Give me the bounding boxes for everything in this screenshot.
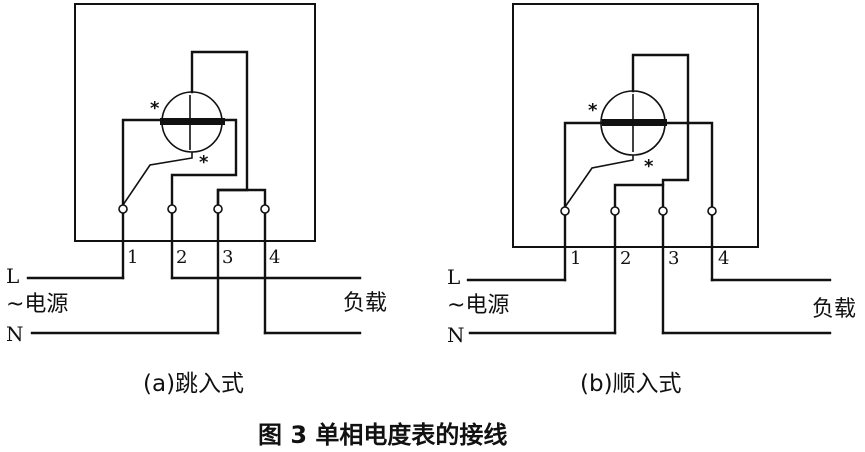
meter-disc-b xyxy=(600,90,667,156)
terminal-2-a xyxy=(167,204,177,214)
terminal-2-b xyxy=(610,206,620,216)
terminal-3-b xyxy=(658,206,668,216)
source-label-a: ~电源 xyxy=(6,292,68,317)
terminal-num-2-b: 2 xyxy=(620,248,631,269)
polarity-marker-top-a: * xyxy=(150,98,160,119)
terminal-1-b xyxy=(560,206,570,216)
current-coil-wire-b xyxy=(563,121,604,212)
load-label-b: 负载 xyxy=(812,297,856,322)
terminal-num-1-a: 1 xyxy=(127,247,138,268)
terminal-num-4-a: 4 xyxy=(269,247,280,268)
terminal-num-1-b: 1 xyxy=(570,248,581,269)
caption-b: (b)顺入式 xyxy=(580,371,682,397)
diagonal-wire-a xyxy=(122,152,193,206)
bridge-3-4-a xyxy=(216,188,267,210)
terminal-num-2-a: 2 xyxy=(176,247,187,268)
diagram-a: L ~电源 N 负载 1 2 3 4 * * (a)跳入式 xyxy=(6,3,387,397)
terminal-3-a xyxy=(213,204,223,214)
current-coil-out-a xyxy=(170,118,238,210)
caption-a: (a)跳入式 xyxy=(143,371,244,397)
voltage-coil-wire-b xyxy=(631,53,690,212)
terminal-4-a xyxy=(260,204,270,214)
polarity-marker-bottom-a: * xyxy=(199,152,209,173)
label-L-b: L xyxy=(447,265,460,289)
label-L-a: L xyxy=(6,264,19,288)
meter-disc-a xyxy=(160,91,225,153)
terminal-1-a xyxy=(118,204,128,214)
label-N-a: N xyxy=(6,322,24,346)
diagonal-wire-b xyxy=(564,155,634,208)
polarity-marker-top-b: * xyxy=(588,100,598,121)
voltage-link-b xyxy=(613,183,665,212)
polarity-marker-bottom-b: * xyxy=(644,156,654,177)
terminal-num-4-b: 4 xyxy=(718,248,729,269)
terminal-num-3-b: 3 xyxy=(668,248,679,269)
load-label-a: 负载 xyxy=(343,291,387,316)
meter-housing-a xyxy=(74,3,316,242)
figure-title: 图 3 单相电度表的接线 xyxy=(258,421,507,449)
label-N-b: N xyxy=(447,323,465,347)
voltage-coil-wire-a xyxy=(190,50,249,210)
current-coil-wire-a xyxy=(121,118,162,210)
terminal-4-b xyxy=(707,206,717,216)
diagram-b: L ~电源 N 负载 1 2 3 4 * * (b)顺入式 xyxy=(447,3,856,397)
current-coil-out-b xyxy=(665,121,714,212)
terminal-num-3-a: 3 xyxy=(222,247,233,268)
meter-housing-b xyxy=(512,3,759,248)
source-label-b: ~电源 xyxy=(447,293,509,318)
